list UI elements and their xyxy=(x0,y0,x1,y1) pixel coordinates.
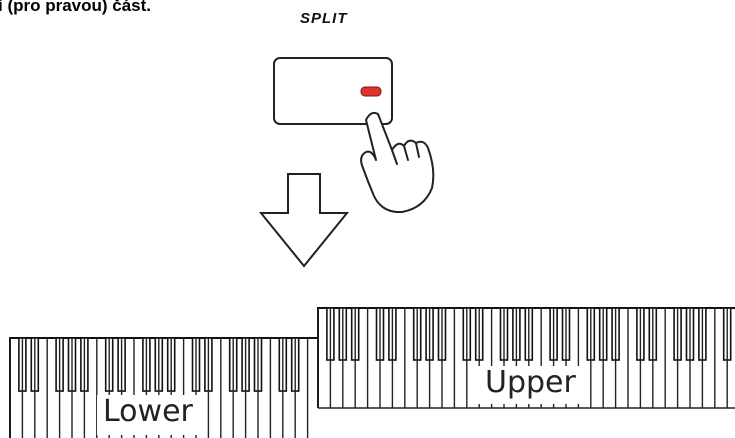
split-button-label: SPLIT xyxy=(300,10,348,27)
down-arrow-icon xyxy=(258,173,350,268)
upper-keyboard xyxy=(317,307,735,409)
upper-keyboard-label: Upper xyxy=(477,366,584,404)
top-caption: í (pro pravou) část. xyxy=(0,0,152,15)
split-indicator-light xyxy=(360,86,382,97)
lower-keyboard-label: Lower xyxy=(97,395,199,435)
pointing-hand-icon xyxy=(360,111,435,214)
lower-keyboard xyxy=(9,337,318,438)
split-button[interactable] xyxy=(273,57,393,125)
